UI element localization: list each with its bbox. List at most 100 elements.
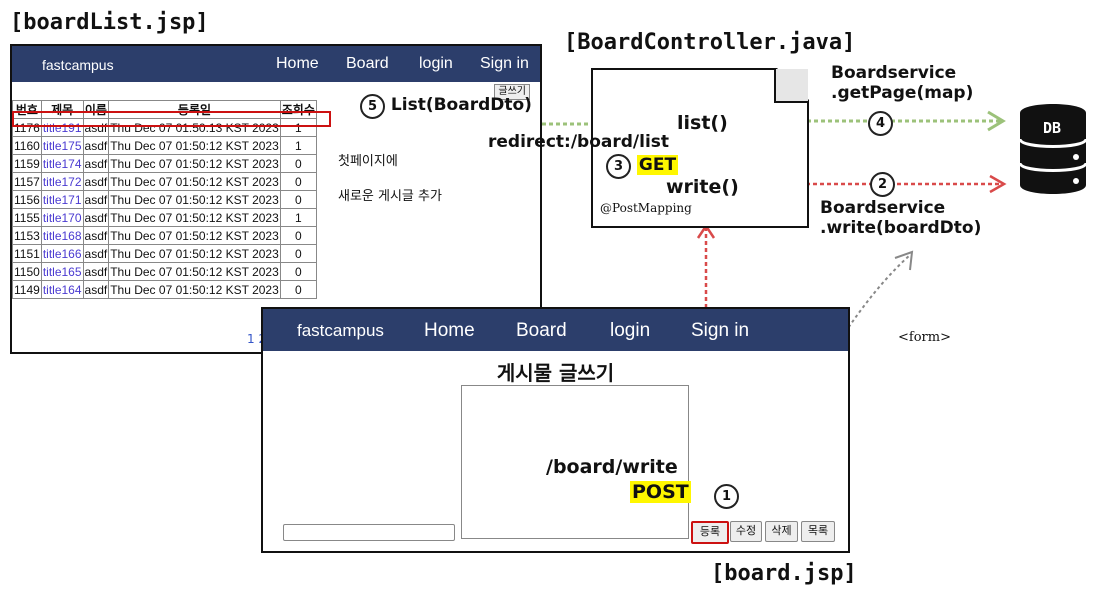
table-cell: 1151: [12, 244, 42, 263]
step2-line2: .write(boardDto): [820, 218, 982, 238]
table-cell: title171: [40, 190, 84, 209]
post-highlight: POST: [630, 481, 691, 503]
nav-login[interactable]: login: [419, 55, 453, 72]
table-cell: 1155: [12, 208, 42, 227]
table-cell: 0: [279, 244, 317, 263]
table-cell: asdf: [82, 172, 110, 191]
board-list-window: fastcampus Home Board login Sign in 글쓰기 …: [10, 44, 542, 354]
table-cell: title174: [40, 154, 84, 173]
nav2-login[interactable]: login: [610, 320, 651, 341]
table-cell: 0: [279, 226, 317, 245]
table-cell: Thu Dec 07 01:50:12 KST 2023: [108, 208, 281, 227]
table-cell: 0: [279, 190, 317, 209]
post-title-link[interactable]: title166: [42, 246, 82, 261]
step3-label: 3 GET: [606, 154, 679, 179]
modify-button[interactable]: 수정: [730, 521, 762, 542]
nav2-board[interactable]: Board: [516, 320, 567, 341]
table-cell: asdf: [82, 262, 110, 281]
nav-brand[interactable]: fastcampus: [42, 57, 114, 73]
table-cell: title172: [40, 172, 84, 191]
nav-board[interactable]: Board: [346, 55, 389, 72]
table-cell: asdf: [82, 244, 110, 263]
table-cell: Thu Dec 07 01:50:12 KST 2023: [108, 226, 281, 245]
table-cell: title191: [40, 118, 84, 137]
note-line1: 첫페이지에: [338, 154, 398, 169]
badge-4: 4: [868, 111, 893, 136]
table-cell: title165: [40, 262, 84, 281]
table-cell: 1160: [12, 136, 42, 155]
nav2-home[interactable]: Home: [424, 320, 475, 341]
list-navbar: fastcampus Home Board login Sign in: [12, 46, 540, 82]
db-label: DB: [1043, 119, 1061, 137]
table-cell: 1156: [12, 190, 42, 209]
nav2-signin[interactable]: Sign in: [691, 320, 750, 341]
post-mapping-label: @PostMapping: [600, 201, 692, 215]
table-cell: 1157: [12, 172, 42, 191]
table-cell: title175: [40, 136, 84, 155]
table-cell: asdf: [82, 280, 110, 299]
paper-fold: [774, 69, 808, 103]
table-cell: title170: [40, 208, 84, 227]
post-title-link[interactable]: title172: [42, 174, 82, 189]
register-button[interactable]: 등록: [691, 521, 729, 544]
badge-2: 2: [870, 172, 895, 197]
table-cell: Thu Dec 07 01:50:12 KST 2023: [108, 154, 281, 173]
step2-line1: Boardservice: [820, 198, 946, 218]
post-title-link[interactable]: title174: [42, 156, 82, 171]
column-header: 제목: [40, 100, 84, 119]
nav2-brand[interactable]: fastcampus: [297, 321, 384, 340]
table-cell: 1149: [12, 280, 42, 299]
board-write-url: /board/write: [546, 456, 678, 478]
post-title-link[interactable]: title175: [42, 138, 82, 153]
post-title-link[interactable]: title170: [42, 210, 82, 225]
table-cell: Thu Dec 07 01:50:12 KST 2023: [108, 190, 281, 209]
nav-home[interactable]: Home: [276, 55, 319, 72]
form-label: <form>: [898, 330, 951, 345]
list-method: list(): [677, 112, 728, 134]
post-title-link[interactable]: title165: [42, 264, 82, 279]
table-cell: 1150: [12, 262, 42, 281]
table-cell: asdf: [82, 226, 110, 245]
write-post-button[interactable]: 글쓰기: [494, 84, 530, 100]
step5-label: 5 List(BoardDto): [360, 94, 532, 119]
step4-line1: Boardservice: [831, 63, 957, 83]
table-cell: asdf: [82, 208, 110, 227]
table-cell: 1153: [12, 226, 42, 245]
post-label: POST: [630, 481, 691, 503]
redirect-label: redirect:/board/list: [488, 132, 670, 152]
title-input[interactable]: [283, 524, 455, 541]
table-cell: Thu Dec 07 01:50:12 KST 2023: [108, 136, 281, 155]
table-cell: asdf: [82, 136, 110, 155]
content-textarea[interactable]: [461, 385, 689, 539]
board-list-title: [boardList.jsp]: [10, 10, 209, 35]
board-jsp-title: [board.jsp]: [711, 561, 857, 586]
database-icon: DB: [1018, 104, 1088, 194]
badge-3: 3: [606, 154, 631, 179]
table-cell: 1: [279, 136, 317, 155]
table-cell: Thu Dec 07 01:50:12 KST 2023: [108, 244, 281, 263]
nav-signin[interactable]: Sign in: [480, 55, 529, 72]
post-title-link[interactable]: title164: [42, 282, 82, 297]
post-title-link[interactable]: title168: [42, 228, 82, 243]
badge-5: 5: [360, 94, 385, 119]
table-cell: title164: [40, 280, 84, 299]
table-cell: 0: [279, 262, 317, 281]
table-cell: asdf: [82, 154, 110, 173]
post-title-link[interactable]: title171: [42, 192, 82, 207]
list-button[interactable]: 목록: [801, 521, 835, 542]
controller-paper: [591, 67, 810, 228]
delete-button[interactable]: 삭제: [765, 521, 798, 542]
table-cell: 0: [279, 172, 317, 191]
new-row-highlight: [12, 111, 331, 127]
step1-badge-wrap: 1: [714, 484, 739, 509]
table-cell: title168: [40, 226, 84, 245]
post-title-link[interactable]: title191: [42, 120, 82, 135]
table-cell: asdf: [82, 190, 110, 209]
